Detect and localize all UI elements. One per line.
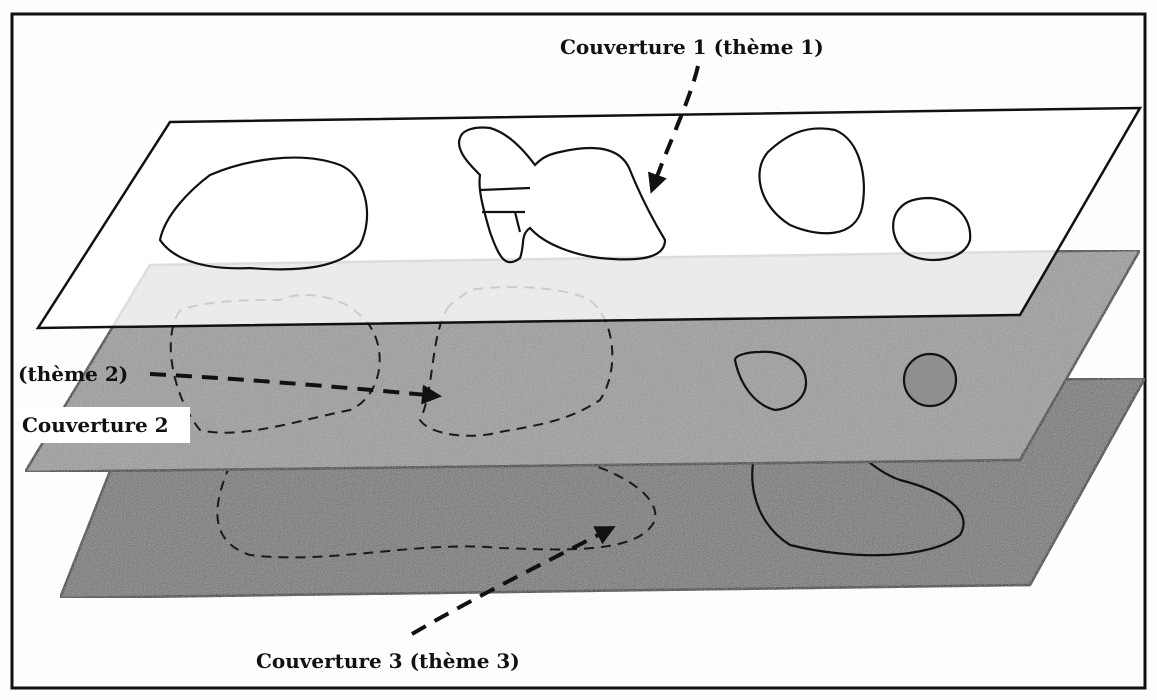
layer-2-circle [904,354,956,406]
layer-1-plane [38,108,1140,328]
layer-1 [38,108,1140,328]
label-cover2: Couverture 2 [22,413,169,437]
label-cover3: Couverture 3 (thème 3) [256,649,520,673]
label-theme2: (thème 2) [18,362,128,386]
label-cover1: Couverture 1 (thème 1) [560,35,824,59]
